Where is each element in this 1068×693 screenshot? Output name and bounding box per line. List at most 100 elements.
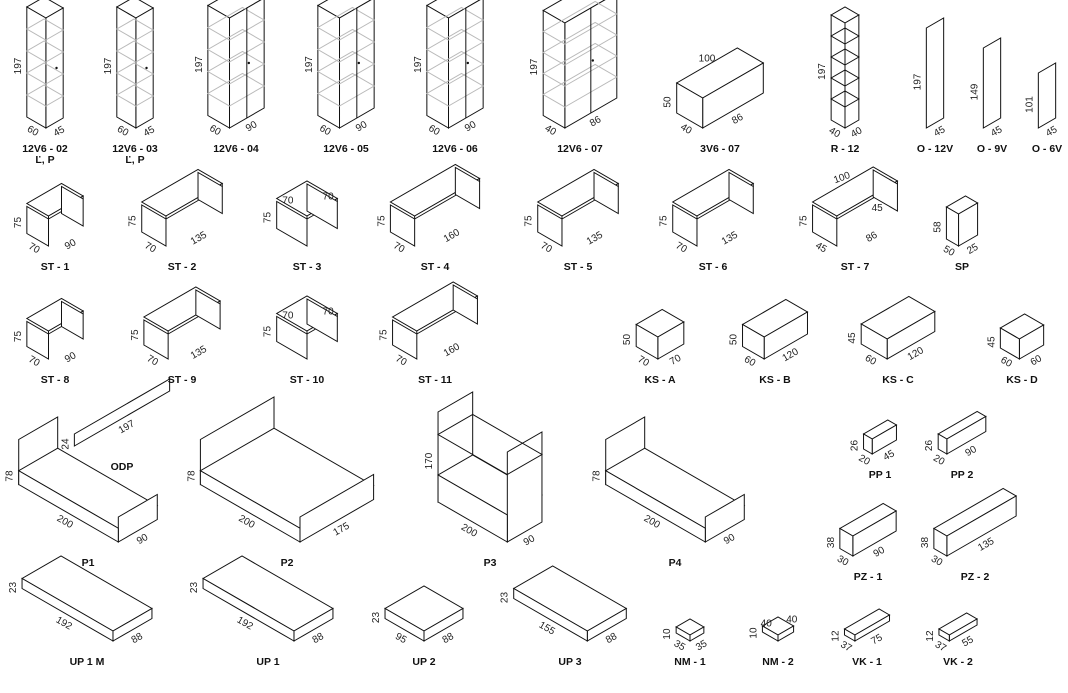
dim-width: 88: [311, 631, 327, 646]
shelf: [425, 6, 485, 41]
shelf: [25, 18, 65, 41]
item-code: UP 1 M: [70, 656, 105, 668]
dim-depth: 60: [207, 123, 223, 138]
bed-side: [18, 469, 119, 543]
dim-depth: 37: [838, 639, 854, 654]
dim-width: 160: [442, 341, 462, 359]
footboard: [704, 493, 745, 543]
dim-height: 45: [847, 332, 858, 344]
dim-height: 75: [263, 326, 274, 338]
desk-left-panel: [672, 204, 698, 247]
item-code: UP 3: [558, 656, 581, 668]
item-12v6-04-drawing: [206, 0, 266, 129]
dim-depth: 37: [933, 639, 949, 654]
side-face: [945, 206, 960, 247]
item-st-1-drawing: [25, 182, 85, 247]
item-st-2-drawing: [140, 168, 224, 247]
dim-width: 135: [976, 536, 996, 554]
dim-height: 24: [60, 438, 71, 450]
dim-depth: 70: [674, 240, 690, 255]
dim-width: 86: [588, 114, 604, 129]
side-face: [938, 628, 950, 642]
side-panel: [982, 37, 1002, 129]
shelf: [830, 27, 860, 45]
dim-height: 78: [5, 470, 16, 482]
item-st-10-drawing: [275, 295, 339, 360]
dim-width: 55: [960, 634, 976, 649]
item-code: ST - 6: [699, 261, 728, 273]
item-12v6-05-drawing: [316, 0, 376, 129]
dim-depth: 30: [929, 554, 945, 569]
item-code: ST - 7: [841, 261, 870, 273]
side-face: [742, 323, 765, 360]
item-code: R - 12: [831, 143, 860, 155]
dim-height: 50: [622, 334, 633, 346]
item-pz-1-drawing: [838, 502, 898, 557]
shelf: [115, 62, 155, 85]
item-st-8-drawing: [25, 297, 85, 360]
dim-top: 40: [761, 619, 773, 630]
desk-right-panel: [872, 169, 898, 212]
dim-height: 197: [912, 73, 923, 90]
item-variant: Ľ, P: [35, 154, 54, 166]
item-p2-drawing: [199, 396, 375, 543]
dim-width: 135: [720, 229, 740, 247]
side-face: [676, 82, 704, 129]
footboard: [506, 431, 543, 543]
shelf: [542, 21, 618, 66]
dim-height: 10: [748, 627, 759, 639]
dim-depth: 70: [636, 354, 652, 369]
dim-height: 197: [13, 57, 24, 74]
dim-height: 75: [13, 331, 24, 343]
item-nm-1-drawing: [675, 618, 705, 642]
dim-height: 38: [920, 537, 931, 549]
dim-width: 90: [354, 119, 370, 134]
dim-depth: 60: [426, 123, 442, 138]
dim-width: 175: [332, 520, 352, 538]
dim-height: 12: [830, 630, 841, 642]
dim-width: 35: [694, 638, 710, 653]
side-face: [839, 527, 854, 557]
dim-height: 197: [194, 56, 205, 73]
dim-depth: 70: [143, 240, 159, 255]
item-code: KS - C: [882, 374, 914, 386]
dim-width: 86: [730, 112, 746, 127]
item-code: 12V6 - 05: [323, 143, 369, 155]
item-code: ST - 2: [168, 261, 197, 273]
dim-top-2: 40: [786, 615, 798, 626]
dim-width: 135: [189, 344, 209, 362]
dim-width: 45: [52, 124, 68, 139]
desk-left-panel: [537, 204, 563, 247]
shelf: [115, 84, 155, 107]
item-code: ST - 3: [293, 261, 322, 273]
dim-height: 45: [986, 336, 997, 348]
side-face: [933, 527, 948, 557]
dim-height: 38: [826, 537, 837, 549]
desk-left-panel: [143, 319, 169, 360]
item-st-6-drawing: [671, 168, 755, 247]
shelf: [830, 69, 860, 87]
dim-depth: 35: [672, 638, 688, 653]
dim-top-2: 70: [323, 306, 335, 317]
shelf: [206, 6, 266, 41]
door-handle-icon: [357, 61, 361, 65]
dim-width: 90: [463, 119, 479, 134]
footboard: [299, 473, 375, 543]
dim-width: 90: [63, 350, 79, 365]
item-p3-drawing: [437, 391, 543, 543]
side-face: [21, 577, 114, 642]
item-st-11-drawing: [391, 281, 479, 360]
item-code: P4: [669, 557, 682, 569]
item-code: ST - 11: [418, 374, 452, 386]
dim-depth: 45: [813, 240, 829, 255]
shelf: [316, 28, 376, 63]
